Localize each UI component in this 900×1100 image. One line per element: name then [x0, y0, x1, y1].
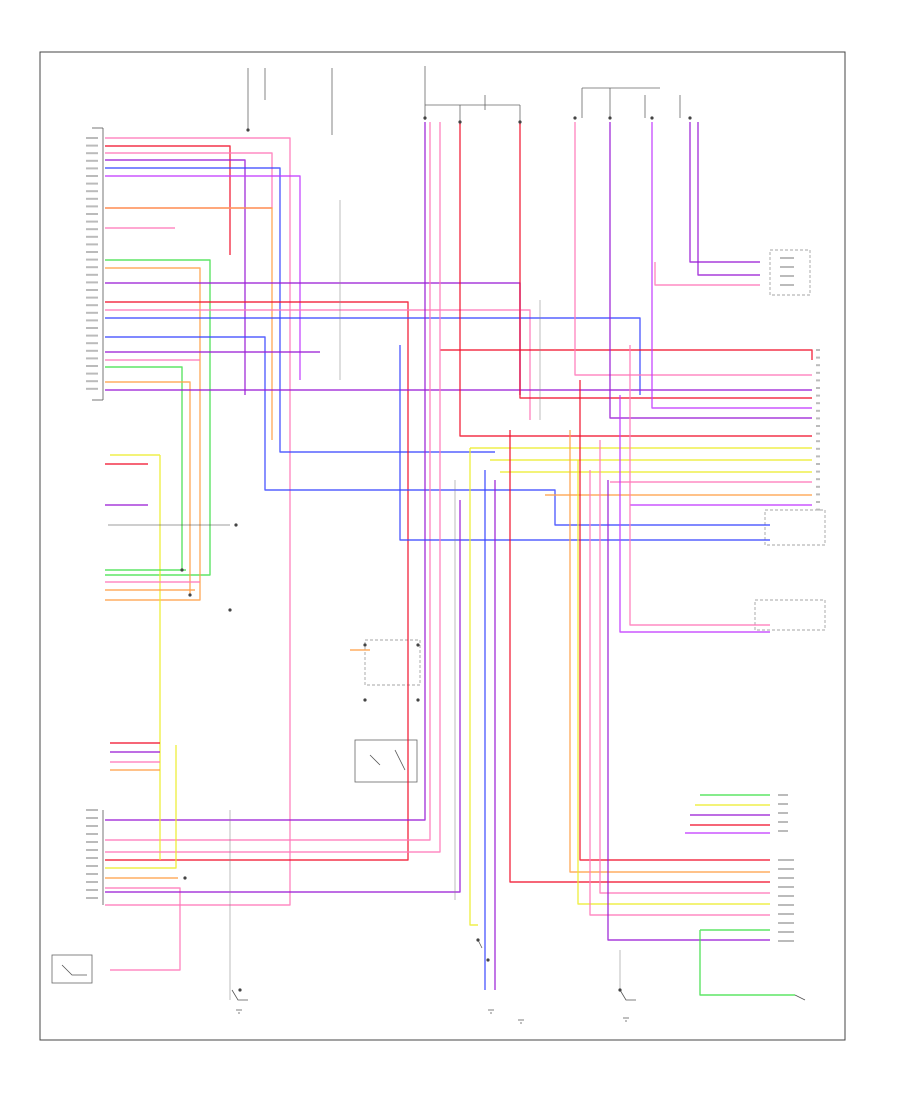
splice-dot-icon	[363, 643, 367, 647]
splice-dot-icon	[228, 608, 232, 612]
wire-red-24	[519, 122, 812, 399]
wire-purple-26	[609, 122, 812, 419]
splice-dot-icon	[518, 120, 522, 124]
wire-orange-18	[105, 381, 191, 595]
wire-green-17	[105, 366, 183, 570]
wire-orange-41	[569, 430, 770, 873]
wire-violet-5	[105, 175, 301, 380]
wire-red-11	[105, 301, 409, 861]
ground-symbols	[236, 1009, 629, 1024]
wire-blue-14	[105, 336, 770, 526]
wire-red-1	[105, 145, 231, 255]
splice-dot-icon	[238, 988, 242, 992]
wire-red-20	[440, 349, 813, 360]
wire-green-8	[105, 259, 211, 576]
switch-contact-icon	[231, 989, 248, 1001]
pin-label-marks	[86, 137, 820, 942]
splice-dot-icon	[458, 120, 462, 124]
top-fuse-stubs	[247, 66, 681, 135]
wire-yellow-44	[577, 460, 770, 905]
wire-violet-39	[619, 395, 770, 633]
splice-dot-icon	[416, 643, 420, 647]
diagram-frame	[39, 51, 846, 1041]
right-connector-boxes	[754, 249, 826, 631]
wire-pink-30	[654, 262, 760, 286]
splice-dot-icon	[476, 938, 480, 942]
wire-pink-25	[574, 122, 812, 376]
splice-dot-icon	[618, 988, 622, 992]
wire-harness	[105, 122, 813, 1000]
wire-red-42	[509, 430, 770, 883]
splice-dot-icon	[650, 116, 654, 120]
wire-orange-9	[105, 267, 201, 601]
wire-pink-12	[105, 309, 531, 420]
splice-dot-icon	[423, 116, 427, 120]
wire-purple-3	[105, 159, 246, 395]
wire-red-23	[459, 122, 812, 437]
splice-dot-icon	[363, 698, 367, 702]
ground-symbol-icon	[518, 1019, 524, 1024]
wire-blue-37	[399, 345, 770, 541]
switch-contact-icon	[794, 994, 806, 1001]
wire-violet-27	[651, 122, 812, 409]
splice-dot-icon	[608, 116, 612, 120]
wire-blue-13	[105, 317, 641, 395]
wire-pink-57	[105, 122, 441, 853]
splice-dot-icon	[234, 523, 238, 527]
wire-green-52	[699, 929, 795, 996]
switch-contact-icon	[619, 989, 636, 1001]
wire-purple-29	[697, 122, 760, 276]
splice-dot-icon	[188, 593, 192, 597]
splice-dot-icon	[180, 568, 184, 572]
wire-purple-22	[105, 122, 426, 821]
wire-pink-21	[105, 122, 431, 841]
wire-purple-46	[607, 480, 770, 941]
switch-contact-icon	[61, 964, 87, 976]
splice-dot-icon	[486, 958, 490, 962]
wire-purple-10	[105, 282, 521, 395]
wire-purple-28	[689, 122, 760, 263]
ground-symbol-icon	[488, 1009, 494, 1014]
splice-dot-icon	[416, 698, 420, 702]
wire-pink-0	[105, 137, 291, 906]
wire-red-40	[579, 380, 770, 861]
wire-orange-6	[105, 207, 273, 440]
center-relay-box	[354, 639, 421, 783]
splice-dots	[180, 116, 692, 992]
ground-symbol-icon	[623, 1017, 629, 1022]
wire-pink-38	[629, 345, 770, 626]
wire-pink-60	[105, 887, 181, 971]
wire-pink-2	[105, 152, 273, 209]
splice-dot-icon	[246, 128, 250, 132]
wire-yellow-58	[105, 745, 177, 869]
ground-symbol-icon	[236, 1009, 242, 1014]
left-module-connector	[92, 127, 104, 401]
wire-yellow-53	[469, 448, 478, 926]
wire-pink-45	[589, 470, 770, 916]
wire-yellow-56	[110, 454, 161, 860]
splice-dot-icon	[183, 876, 187, 880]
splice-dot-icon	[573, 116, 577, 120]
wire-pink-43	[599, 440, 770, 894]
splice-dot-icon	[688, 116, 692, 120]
wire-purple-61	[105, 500, 461, 893]
